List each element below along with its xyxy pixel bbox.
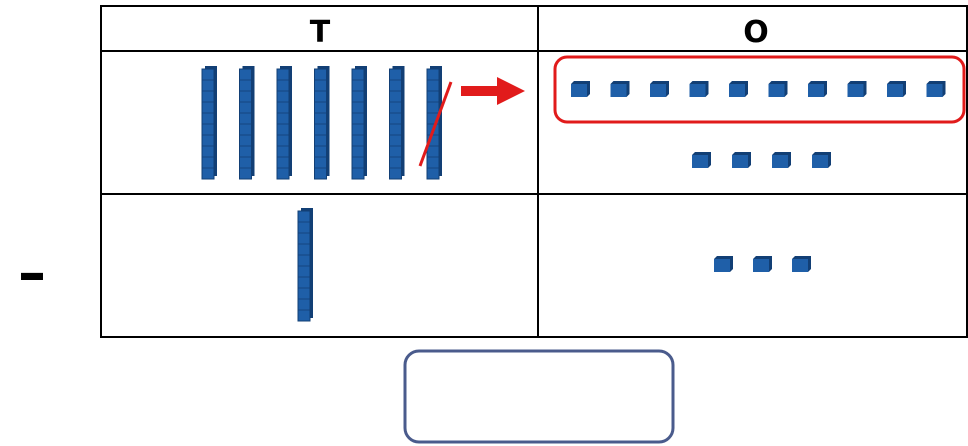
place-value-table — [100, 5, 968, 338]
ones-cube — [692, 152, 711, 168]
ones-cube — [792, 256, 811, 272]
ones-cube — [926, 81, 946, 97]
regrouped-ones-highlight — [553, 55, 966, 124]
tens-rod — [314, 66, 330, 180]
ones-cube — [808, 81, 827, 97]
ones-cube — [714, 256, 733, 272]
ones-cube — [729, 81, 748, 97]
cross-out-mark — [418, 81, 453, 167]
top-ones-cubes — [692, 152, 831, 168]
ones-header: O — [743, 15, 769, 50]
ones-cube — [753, 256, 772, 272]
ones-cube — [812, 152, 831, 168]
top-tens-rods — [201, 66, 442, 180]
ones-cube — [772, 152, 791, 168]
tens-rod — [239, 66, 255, 180]
tens-rod — [276, 66, 292, 180]
ones-cube — [887, 81, 906, 97]
ones-cube — [847, 81, 867, 97]
tens-rod — [297, 208, 313, 322]
ones-cube — [689, 81, 709, 97]
regrouped-ones-cubes — [571, 81, 946, 97]
tens-rod — [351, 66, 367, 180]
tens-header: T — [310, 15, 331, 50]
answer-box[interactable] — [403, 349, 675, 444]
subtraction-sign: – — [18, 241, 46, 306]
ones-cube — [571, 81, 590, 97]
bottom-tens-rods — [297, 208, 313, 322]
bottom-ones-cubes — [714, 256, 811, 272]
ones-cube — [610, 81, 630, 97]
tens-rod — [389, 66, 405, 180]
ones-cube — [768, 81, 788, 97]
tens-rod — [201, 66, 217, 180]
ones-cube — [650, 81, 669, 97]
regroup-arrow — [461, 77, 525, 105]
ones-cube — [732, 152, 751, 168]
